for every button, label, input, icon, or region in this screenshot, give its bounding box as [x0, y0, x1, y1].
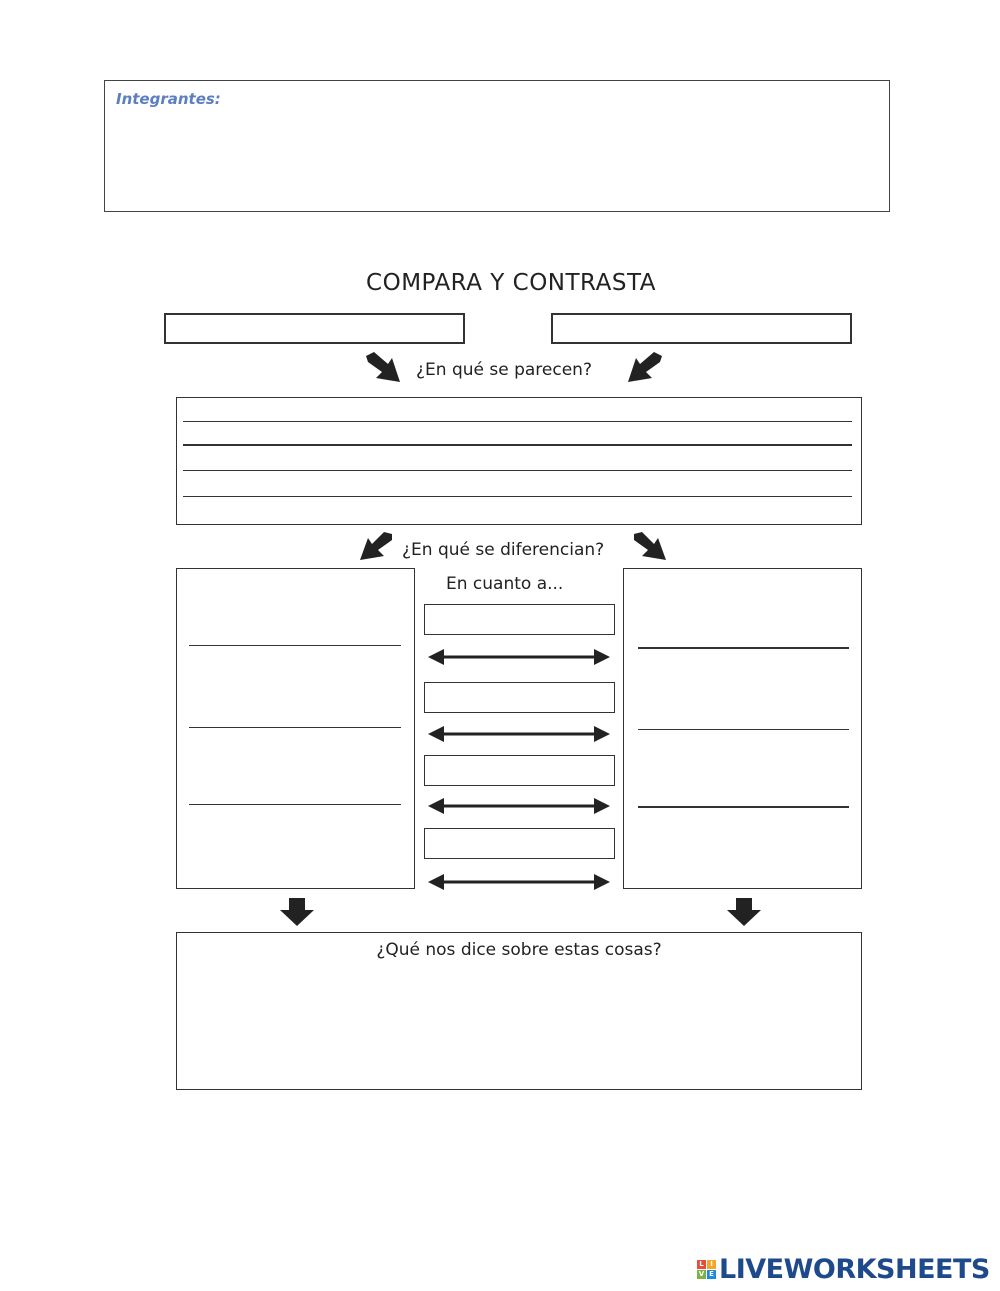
similarities-line	[183, 470, 852, 471]
brand-name: LIVEWORKSHEETS	[719, 1254, 990, 1285]
brand-block: E	[707, 1270, 716, 1279]
topic-a-field[interactable]	[164, 313, 465, 344]
worksheet-title: COMPARA Y CONTRASTA	[366, 270, 656, 296]
double-arrow-icon	[428, 649, 610, 665]
similarities-line	[183, 496, 852, 497]
similarities-box[interactable]	[176, 397, 862, 525]
brand-blocks-icon: L I V E	[697, 1260, 716, 1279]
right-line	[638, 729, 849, 730]
summary-box[interactable]	[176, 932, 862, 1090]
brand-block: L	[697, 1260, 706, 1269]
criterion-field[interactable]	[424, 604, 615, 635]
criteria-label: En cuanto a...	[446, 574, 564, 594]
left-line	[189, 727, 401, 728]
topic-b-field[interactable]	[551, 313, 852, 344]
members-box[interactable]	[104, 80, 890, 212]
arrow-down-icon	[727, 898, 761, 926]
criterion-field[interactable]	[424, 682, 615, 713]
right-line	[638, 806, 849, 808]
brand-block: V	[697, 1270, 706, 1279]
arrow-down-left-icon	[628, 352, 662, 382]
right-differences-box[interactable]	[623, 568, 862, 889]
arrow-down-left-icon	[360, 532, 392, 560]
members-label: Integrantes:	[116, 90, 221, 108]
right-line	[638, 647, 849, 649]
left-line	[189, 645, 401, 646]
left-line	[189, 804, 401, 805]
arrow-down-right-icon	[366, 352, 400, 382]
arrow-down-right-icon	[634, 532, 666, 560]
double-arrow-icon	[428, 798, 610, 814]
double-arrow-icon	[428, 874, 610, 890]
similarities-line	[183, 444, 852, 446]
liveworksheets-logo: L I V E LIVEWORKSHEETS	[697, 1254, 990, 1285]
similar-prompt: ¿En qué se parecen?	[416, 360, 592, 380]
double-arrow-icon	[428, 726, 610, 742]
brand-block: I	[707, 1260, 716, 1269]
criterion-field[interactable]	[424, 828, 615, 859]
arrow-down-icon	[280, 898, 314, 926]
different-prompt: ¿En qué se diferencian?	[402, 540, 605, 560]
criterion-field[interactable]	[424, 755, 615, 786]
summary-prompt: ¿Qué nos dice sobre estas cosas?	[376, 940, 662, 960]
similarities-line	[183, 421, 852, 422]
left-differences-box[interactable]	[176, 568, 415, 889]
